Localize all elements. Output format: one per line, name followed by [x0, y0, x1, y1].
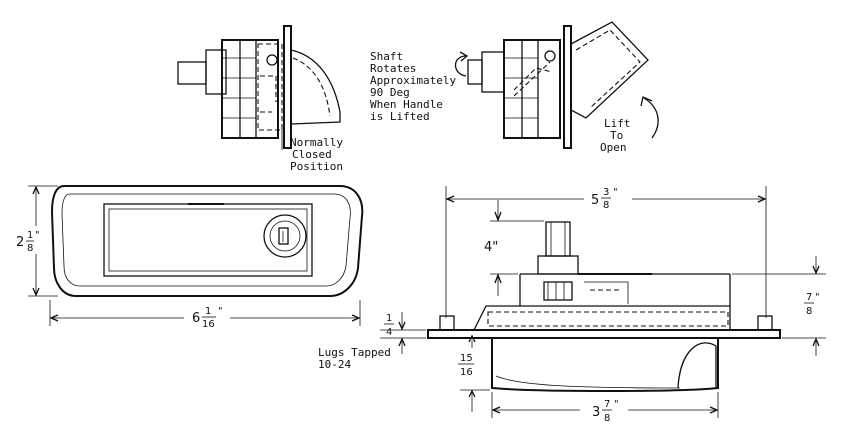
dim-flange-height-den: 8	[806, 306, 812, 317]
dim-body-depth-num: 15	[460, 353, 473, 364]
dim-body-width-whole: 3	[592, 405, 600, 420]
dim-length-num: 1	[205, 306, 211, 317]
dim-height-unit: "	[35, 230, 40, 241]
dim-shaft-length-value: 4"	[484, 240, 498, 255]
dim-length-whole: 6	[192, 311, 200, 326]
dim-body-width-num: 7	[604, 399, 610, 410]
dim-body-depth-den: 16	[460, 367, 473, 378]
normally-closed-line-1: Normally	[290, 136, 343, 149]
dim-body-width-unit: "	[614, 399, 619, 410]
front-view	[28, 185, 364, 326]
side-view-closed	[177, 25, 341, 149]
dim-flange-thickness: 1 4	[384, 313, 394, 338]
dim-flange-height: 7 8 "	[804, 292, 820, 317]
lift-note-line-3: Open	[600, 141, 627, 154]
side-elevation	[380, 186, 826, 418]
dim-width-top-num: 3	[603, 187, 609, 198]
dim-width-top-den: 8	[603, 200, 609, 211]
shaft-note-line-3: Approximately	[370, 74, 456, 87]
dim-overall-height: 2 1 8 "	[16, 230, 40, 254]
lift-arrow-icon	[643, 97, 659, 139]
normally-closed-line-3: Position	[290, 160, 343, 173]
dim-flange-thickness-den: 4	[386, 327, 392, 338]
lugs-note-line-2: 10-24	[318, 358, 351, 371]
dim-flange-thickness-num: 1	[386, 313, 392, 324]
shaft-rotation-note: Shaft Rotates Approximately 90 Deg When …	[370, 50, 456, 123]
normally-closed-note: Normally Closed Position	[281, 128, 343, 173]
dim-height-den: 8	[27, 243, 33, 254]
lugs-note-line-1: Lugs Tapped	[318, 346, 391, 359]
normally-closed-line-2: Closed	[292, 148, 332, 161]
lift-note-line-1: Lift	[604, 117, 631, 130]
shaft-note-line-2: Rotates	[370, 62, 416, 75]
dim-width-top-unit: "	[613, 187, 618, 198]
shaft-note-line-6: is Lifted	[370, 110, 430, 123]
lift-to-open-note: Lift To Open	[600, 96, 659, 154]
dim-length-den: 16	[202, 319, 215, 330]
dim-height-num: 1	[27, 230, 33, 241]
lugs-tapped-note: Lugs Tapped 10-24	[318, 346, 391, 371]
dim-length-unit: "	[218, 306, 223, 317]
shaft-note-line-4: 90 Deg	[370, 86, 410, 99]
dim-height-whole: 2	[16, 235, 24, 250]
dim-body-depth: 15 16	[458, 353, 474, 378]
dim-flange-height-unit: "	[815, 292, 820, 303]
lift-note-line-2: To	[610, 129, 623, 142]
shaft-note-line-1: Shaft	[370, 50, 403, 63]
dim-shaft-length: 4"	[484, 240, 498, 255]
dim-body-width-den: 8	[604, 413, 610, 424]
dim-overall-length: 6 1 16 "	[192, 306, 223, 330]
shaft-note-line-5: When Handle	[370, 98, 443, 111]
dim-width-top-whole: 5	[591, 193, 599, 208]
side-view-open	[454, 21, 649, 149]
dim-width-top: 5 3 8 "	[591, 187, 618, 211]
dim-flange-height-num: 7	[806, 292, 812, 303]
dim-body-width: 3 7 8 "	[592, 399, 619, 424]
